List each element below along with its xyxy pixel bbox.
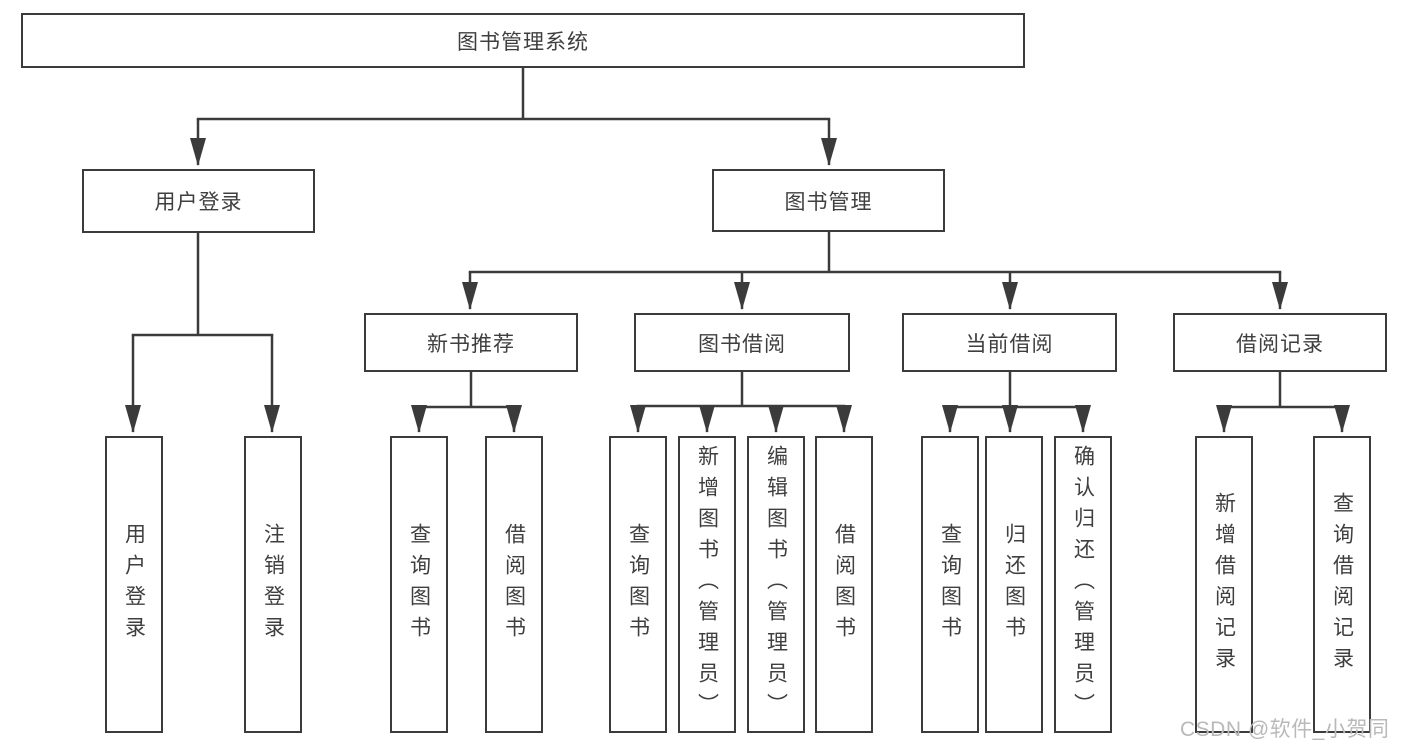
leaf-query-books-borrow: 查询图书 — [609, 436, 667, 733]
leaf-return-books: 归还图书 — [985, 436, 1043, 733]
leaf-add-borrow-record: 新增借阅记录 — [1195, 436, 1253, 733]
node-root: 图书管理系统 — [21, 13, 1025, 68]
watermark: CSDN @软件_小贺同学 — [1180, 718, 1390, 741]
leaf-query-books-current: 查询图书 — [921, 436, 979, 733]
leaf-borrow-books: 借阅图书 — [815, 436, 873, 733]
node-borrow-records: 借阅记录 — [1173, 313, 1387, 372]
node-book-borrow: 图书借阅 — [634, 313, 850, 372]
node-current-borrow: 当前借阅 — [902, 313, 1117, 372]
leaf-confirm-return-admin: 确认归还（管理员） — [1054, 436, 1112, 733]
leaf-query-borrow-record: 查询借阅记录 — [1313, 436, 1371, 733]
leaf-borrow-books-recommend: 借阅图书 — [485, 436, 543, 733]
node-new-book-recommend: 新书推荐 — [364, 313, 578, 372]
node-user-login: 用户登录 — [82, 169, 315, 233]
leaf-query-books-recommend: 查询图书 — [390, 436, 448, 733]
leaf-user-login: 用户登录 — [105, 436, 163, 733]
leaf-add-book-admin: 新增图书（管理员） — [678, 436, 736, 733]
node-book-management: 图书管理 — [712, 169, 945, 232]
leaf-edit-book-admin: 编辑图书（管理员） — [747, 436, 805, 733]
leaf-logout: 注销登录 — [244, 436, 302, 733]
